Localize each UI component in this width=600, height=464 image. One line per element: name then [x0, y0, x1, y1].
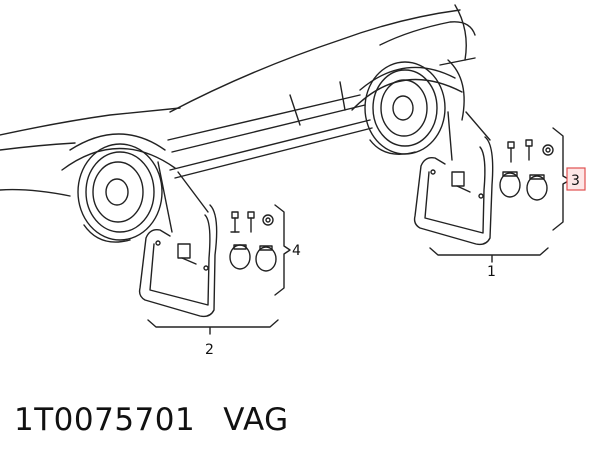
front-wheel — [61, 133, 176, 243]
brand-label: VAG — [223, 402, 289, 438]
bracket-item-1 — [429, 247, 549, 263]
rear-wheel — [351, 61, 463, 155]
callout-4: 4 — [292, 243, 301, 259]
bracket-item-4 — [274, 204, 291, 296]
callout-2: 2 — [205, 342, 214, 358]
part-number-caption: 1T0075701 VAG — [14, 402, 289, 438]
leader-lines — [157, 111, 491, 233]
hardware-set-front — [229, 211, 277, 272]
callout-1: 1 — [487, 264, 496, 280]
hardware-set-rear — [499, 139, 554, 201]
mud-flap-front — [138, 204, 218, 318]
mud-flap-rear — [413, 136, 494, 246]
exploded-parts-diagram: 1 2 3 4 — [0, 4, 586, 358]
bracket-item-2 — [147, 319, 279, 335]
car-body-outline — [0, 4, 476, 197]
callout-3-highlight — [566, 167, 586, 191]
part-number: 1T0075701 — [14, 402, 196, 438]
callout-3: 3 — [571, 173, 580, 189]
